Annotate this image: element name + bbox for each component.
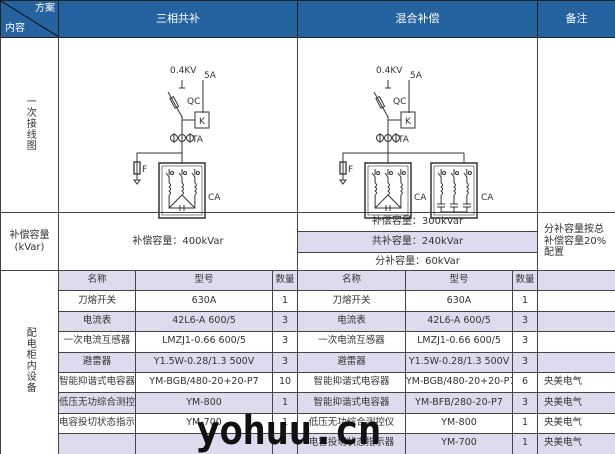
- right-device-qty: 1: [512, 290, 538, 312]
- right-device-name: 电容投切状态指示器: [297, 433, 406, 454]
- diagram-remark-cell: [537, 37, 615, 213]
- device-row-label: 配电柜内设备: [0, 270, 59, 454]
- left-header-qty: 数量: [272, 269, 298, 292]
- right-device-model: 42L6-A 600/5: [405, 310, 513, 333]
- left-device-model: YM-BGB/480-20+20-P7: [135, 371, 273, 394]
- right-device-qty: 6: [512, 371, 538, 394]
- right-device-name: 避雷器: [297, 351, 406, 373]
- left-device-name: 低压无功综合测控仪: [58, 392, 136, 414]
- device-label-text: 配电柜内设备: [24, 327, 36, 394]
- three-phase-diagram-cell: [58, 37, 298, 213]
- right-device-qty: 3: [512, 331, 538, 353]
- right-device-model: Y1.5W-0.28/1.3 500V: [405, 351, 513, 373]
- right-device-name: 智能抑谐式电容器: [297, 371, 406, 394]
- right-device-remark: 央美电气: [537, 371, 615, 394]
- three-phase-capacity: 补偿容量：400kVar: [58, 212, 298, 271]
- right-device-qty: 1: [512, 412, 538, 435]
- right-device-remark: [537, 331, 615, 353]
- header-three-phase: 三相共补: [58, 0, 298, 38]
- right-device-name: 电流表: [297, 310, 406, 333]
- device-row: 低压无功综合测控仪YM-8001智能抑谐式电容器YM-BFB/280-20-P7…: [1, 392, 615, 414]
- right-header-model: 型号: [405, 269, 513, 292]
- right-device-remark: [537, 351, 615, 373]
- right-device-remark: [537, 290, 615, 312]
- left-device-qty: 3: [272, 310, 298, 333]
- right-device-qty: 3: [512, 351, 538, 373]
- left-device-qty: [272, 433, 298, 454]
- header-mixed: 混合补偿: [297, 0, 538, 38]
- left-device-name: 刀熔开关: [58, 290, 136, 312]
- left-device-qty: 3: [272, 351, 298, 373]
- left-device-name: 电流表: [58, 310, 136, 333]
- left-device-qty: 1: [272, 290, 298, 312]
- left-device-model: [135, 433, 273, 454]
- right-device-name: 智能抑谐式电容器: [297, 392, 406, 414]
- right-device-remark: 央美电气: [537, 412, 615, 435]
- left-device-model: 630A: [135, 290, 273, 312]
- right-device-remark: 央美电气: [537, 392, 615, 414]
- diagram-row-label: 一次接线图: [0, 37, 59, 213]
- mixed-common-capacity: 共补容量：240kVar: [297, 231, 538, 253]
- left-device-name: 避雷器: [58, 351, 136, 373]
- capacity-row-label: 补偿容量(kVar): [0, 212, 59, 271]
- left-device-model: Y1.5W-0.28/1.3 500V: [135, 351, 273, 373]
- right-device-model: YM-800: [405, 412, 513, 435]
- left-device-model: LMZJ1-0.66 600/5: [135, 331, 273, 353]
- corner-content-label: 内容: [5, 22, 25, 34]
- right-header-remark: [537, 269, 615, 292]
- left-header-model: 型号: [135, 269, 273, 292]
- left-device-qty: 10: [272, 371, 298, 394]
- corner-scheme-label: 方案: [35, 3, 55, 14]
- right-device-name: 一次电流互感器: [297, 331, 406, 353]
- right-header-qty: 数量: [512, 269, 538, 292]
- right-header-name: 名称: [297, 269, 406, 292]
- mixed-total-capacity: 补偿容量：300kVar: [297, 212, 538, 232]
- corner-header: 方案 内容: [0, 0, 59, 38]
- right-device-model: 630A: [405, 290, 513, 312]
- device-header-row: 配电柜内设备名称型号数量名称型号数量: [0, 269, 615, 454]
- header-remark: 备注: [537, 0, 615, 38]
- left-device-name: 电容投切状态指示器: [58, 412, 136, 435]
- right-device-name: 刀熔开关: [297, 290, 406, 312]
- left-device-qty: 3: [272, 331, 298, 353]
- left-device-model: 42L6-A 600/5: [135, 310, 273, 333]
- mixed-split-capacity: 分补容量：60kVar: [297, 252, 538, 271]
- right-device-qty: 3: [512, 392, 538, 414]
- right-device-model: LMZJ1-0.66 600/5: [405, 331, 513, 353]
- right-device-qty: 1: [512, 433, 538, 454]
- left-header-name: 名称: [58, 269, 136, 292]
- left-device-name: 智能抑谐式电容器: [58, 371, 136, 394]
- left-device-name: 一次电流互感器: [58, 331, 136, 353]
- watermark: yohuu.cn: [196, 408, 382, 454]
- right-device-model: YM-BFB/280-20-P7: [405, 392, 513, 414]
- right-device-remark: [537, 310, 615, 333]
- right-device-remark: 央美电气: [537, 433, 615, 454]
- right-device-qty: 3: [512, 310, 538, 333]
- right-device-model: YM-BGB/480-20+20-P7: [405, 371, 513, 394]
- left-device-name: [58, 433, 136, 454]
- capacity-remark: 分补容量按总补偿容量20%配置: [537, 212, 615, 271]
- mixed-diagram-cell: [297, 37, 538, 213]
- right-device-model: YM-700: [405, 433, 513, 454]
